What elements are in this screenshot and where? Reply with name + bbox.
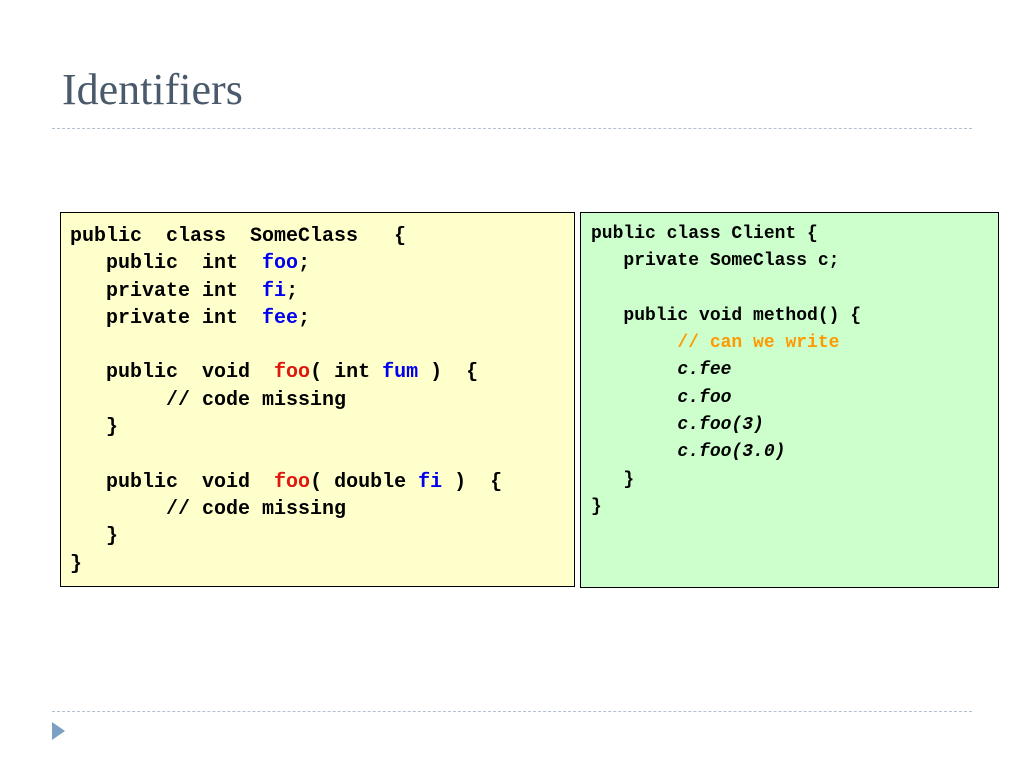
code-line: c.fee <box>591 357 998 384</box>
code-line: private SomeClass c; <box>591 248 998 275</box>
code-blank-line <box>591 276 998 303</box>
code-text: ) { <box>418 361 479 385</box>
code-line: public void foo( double fi ) { <box>70 469 574 496</box>
code-text: ( int <box>310 361 383 385</box>
code-text: ) { <box>442 470 503 494</box>
code-indent <box>70 280 106 303</box>
someclass-code-box: public class SomeClass { public int foo;… <box>60 212 575 587</box>
code-line: } <box>591 467 998 494</box>
parameter-identifier: fi <box>418 470 443 494</box>
client-code-box: public class Client { private SomeClass … <box>580 212 999 588</box>
field-identifier: fee <box>262 306 299 330</box>
code-indent <box>70 416 106 439</box>
code-indent <box>591 333 677 353</box>
code-indent <box>591 442 677 462</box>
code-comment: // code missing <box>166 497 347 521</box>
code-line: private int fi; <box>70 278 574 305</box>
field-identifier: foo <box>262 252 299 276</box>
code-line: c.foo(3.0) <box>591 439 998 466</box>
code-indent <box>70 389 166 412</box>
code-expression: c.foo <box>677 387 732 408</box>
code-indent <box>70 361 106 384</box>
code-text: ; <box>298 306 311 330</box>
code-line: // can we write <box>591 330 998 357</box>
code-line: } <box>591 494 998 521</box>
code-text: private int <box>106 306 263 330</box>
code-line: public int foo; <box>70 250 574 277</box>
code-indent <box>70 252 106 275</box>
code-indent <box>70 525 106 548</box>
code-indent <box>591 388 677 408</box>
code-expression: c.foo(3) <box>677 415 764 436</box>
footer-divider <box>52 711 972 712</box>
code-line: } <box>70 414 574 441</box>
code-text: ; <box>298 252 311 276</box>
code-comment: // code missing <box>166 388 347 412</box>
code-line: public void method() { <box>591 303 998 330</box>
code-indent <box>591 306 623 326</box>
method-name: foo <box>274 361 311 385</box>
code-blank-line <box>70 332 574 359</box>
code-comment-highlight: // can we write <box>677 333 840 354</box>
code-expression: c.fee <box>677 360 732 381</box>
code-indent <box>591 251 623 271</box>
code-text: } <box>106 416 119 440</box>
code-text: ( double <box>310 470 419 494</box>
code-text: ; <box>286 279 299 303</box>
code-text: public int <box>106 252 263 276</box>
code-text: public void <box>106 470 275 494</box>
code-line: // code missing <box>70 387 574 414</box>
code-text: public class SomeClass { <box>70 225 407 248</box>
code-indent <box>70 307 106 330</box>
code-text: private SomeClass c; <box>623 251 840 272</box>
code-line: public class SomeClass { <box>70 223 574 250</box>
code-indent <box>70 471 106 494</box>
code-line: public class Client { <box>591 221 998 248</box>
code-indent <box>591 415 677 435</box>
code-expression: c.foo(3.0) <box>677 442 786 463</box>
code-text: } <box>106 525 119 549</box>
code-indent <box>70 498 166 521</box>
code-line: public void foo( int fum ) { <box>70 359 574 386</box>
code-line: // code missing <box>70 496 574 523</box>
title-divider <box>52 128 972 129</box>
code-line: } <box>70 523 574 550</box>
code-text: } <box>70 552 83 576</box>
code-line: c.foo(3) <box>591 412 998 439</box>
parameter-identifier: fum <box>382 361 419 385</box>
triangle-bullet-icon <box>52 722 65 740</box>
code-text: public void method() { <box>623 305 862 326</box>
code-indent <box>591 360 677 380</box>
code-indent <box>591 470 623 490</box>
code-text: private int <box>106 279 263 303</box>
code-text: } <box>623 469 635 490</box>
method-name: foo <box>274 470 311 494</box>
code-line: private int fee; <box>70 305 574 332</box>
code-blank-line <box>70 441 574 468</box>
code-text: public class Client { <box>591 224 818 244</box>
code-line: } <box>70 551 574 578</box>
code-text: public void <box>106 361 275 385</box>
slide-title: Identifiers <box>62 65 243 114</box>
code-line: c.foo <box>591 385 998 412</box>
field-identifier: fi <box>262 279 287 303</box>
code-text: } <box>591 496 602 517</box>
